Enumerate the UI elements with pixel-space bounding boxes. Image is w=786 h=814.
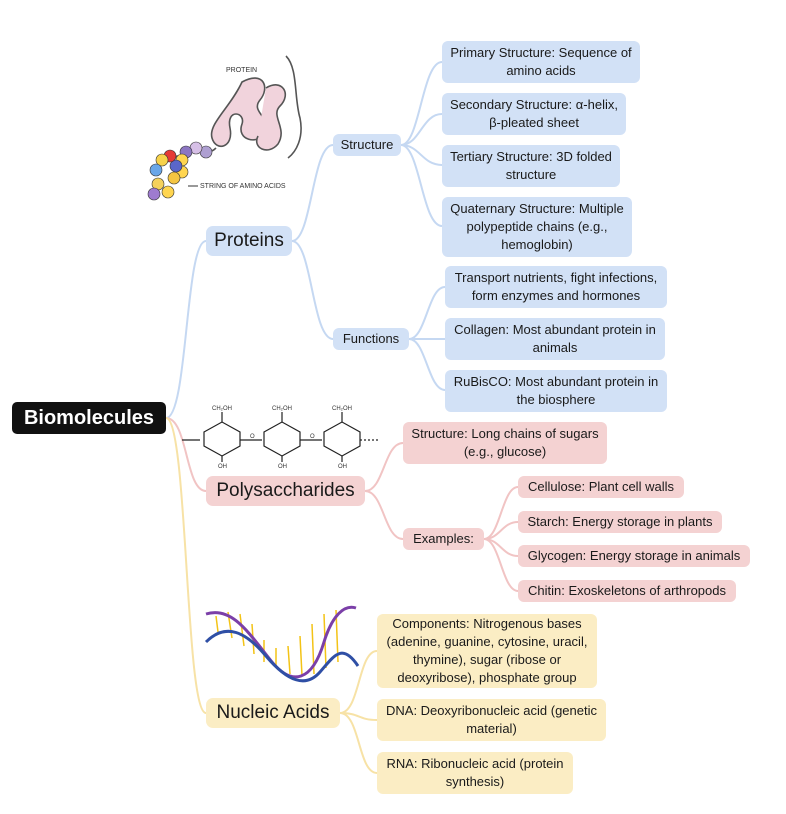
polysaccharide-structure-node[interactable]: Structure: Long chains of sugars (e.g., … <box>403 422 607 464</box>
root-node[interactable]: Biomolecules <box>12 402 166 434</box>
polysaccharide-examples-node[interactable]: Examples: <box>403 528 484 550</box>
function-rubisco-node[interactable]: RuBisCO: Most abundant protein in the bi… <box>445 370 667 412</box>
secondary-structure-node[interactable]: Secondary Structure: α-helix, β-pleated … <box>442 93 626 135</box>
ring-label-1: CH₂OH <box>212 406 232 412</box>
tertiary-structure-node[interactable]: Tertiary Structure: 3D folded structure <box>442 145 620 187</box>
nucleic-rna-node[interactable]: RNA: Ribonucleic acid (protein synthesis… <box>377 752 573 794</box>
proteins-node[interactable]: Proteins <box>206 226 292 256</box>
ring-label-5: OH <box>278 464 287 468</box>
nucleic-dna-node[interactable]: DNA: Deoxyribonucleic acid (genetic mate… <box>377 699 606 741</box>
ring-label-6: OH <box>338 464 347 468</box>
ring-label-8: O <box>310 434 315 440</box>
protein-illustration: PROTEIN STRING OF AMINO ACIDS <box>147 55 302 201</box>
nucleic-acids-node[interactable]: Nucleic Acids <box>206 698 340 728</box>
primary-structure-node[interactable]: Primary Structure: Sequence of amino aci… <box>442 41 640 83</box>
ring-label-2: CH₂OH <box>272 406 292 412</box>
ring-label-4: OH <box>218 464 227 468</box>
amino-acid-chain-label: STRING OF AMINO ACIDS <box>200 183 286 190</box>
protein-structure-node[interactable]: Structure <box>333 134 401 156</box>
polysaccharide-illustration: CH₂OH CH₂OH CH₂OH OH OH OH O O <box>182 406 378 468</box>
protein-functions-node[interactable]: Functions <box>333 328 409 350</box>
dna-illustration <box>204 605 360 683</box>
nucleic-components-node[interactable]: Components: Nitrogenous bases (adenine, … <box>377 614 597 688</box>
example-cellulose-node[interactable]: Cellulose: Plant cell walls <box>518 476 684 498</box>
example-chitin-node[interactable]: Chitin: Exoskeletons of arthropods <box>518 580 736 602</box>
polysaccharides-node[interactable]: Polysaccharides <box>206 476 365 506</box>
function-collagen-node[interactable]: Collagen: Most abundant protein in anima… <box>445 318 665 360</box>
example-starch-node[interactable]: Starch: Energy storage in plants <box>518 511 722 533</box>
example-glycogen-node[interactable]: Glycogen: Energy storage in animals <box>518 545 750 567</box>
quaternary-structure-node[interactable]: Quaternary Structure: Multiple polypepti… <box>442 197 632 257</box>
protein-label: PROTEIN <box>226 67 257 74</box>
ring-label-3: CH₂OH <box>332 406 352 412</box>
function-transport-node[interactable]: Transport nutrients, fight infections, f… <box>445 266 667 308</box>
ring-label-7: O <box>250 434 255 440</box>
